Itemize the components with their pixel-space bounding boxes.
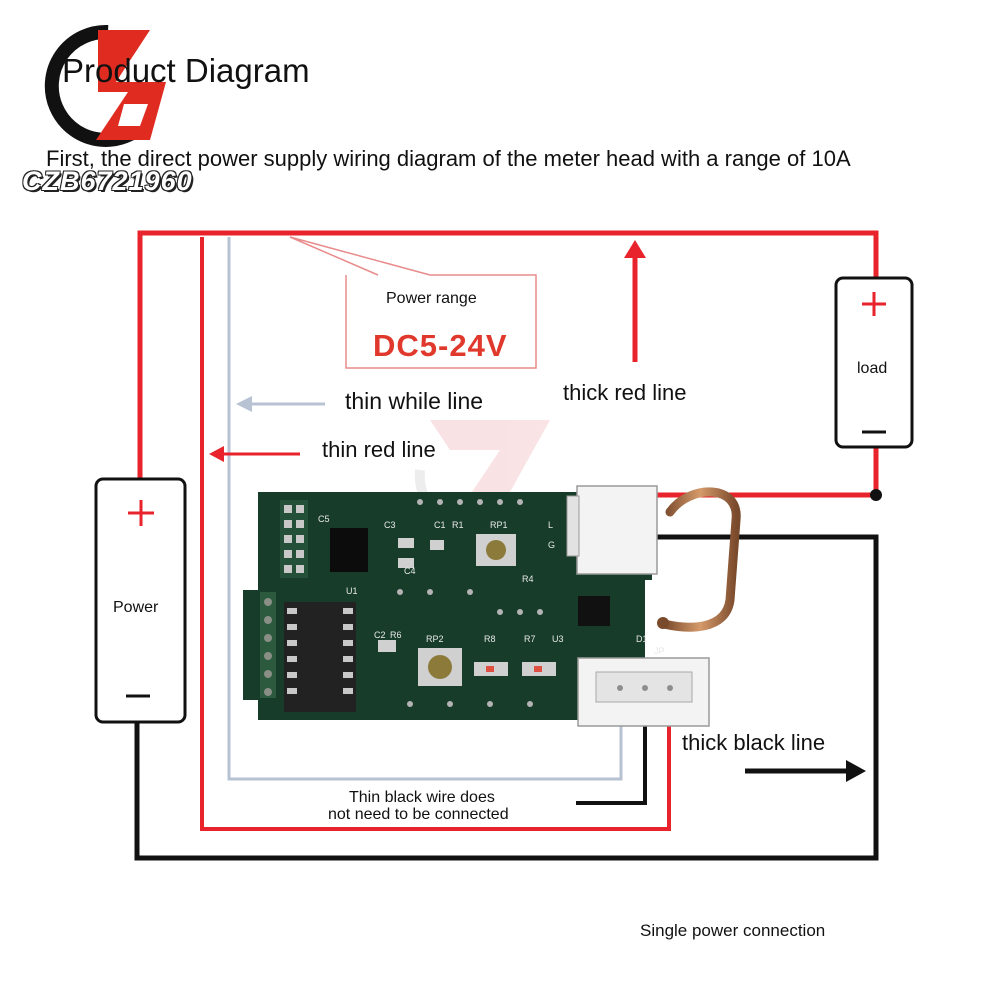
svg-text:RP1: RP1 bbox=[490, 520, 508, 530]
thin-black-wire-note-line1: Thin black wire does bbox=[349, 789, 495, 806]
thick-black-wire bbox=[134, 534, 879, 861]
thin-black-wire bbox=[576, 726, 647, 805]
svg-text:R7: R7 bbox=[524, 634, 536, 644]
power-label: Power bbox=[113, 599, 159, 616]
junction-dot bbox=[870, 489, 882, 501]
thin-red-line-label: thin red line bbox=[322, 437, 436, 462]
thin-red-arrow bbox=[209, 446, 300, 462]
watermark-text: CZB6721960 bbox=[22, 166, 193, 196]
power-range-callout bbox=[289, 236, 537, 369]
svg-text:JP: JP bbox=[654, 646, 665, 656]
svg-text:U1: U1 bbox=[346, 586, 358, 596]
diagram-subtitle: First, the direct power supply wiring di… bbox=[46, 146, 851, 171]
regulator-u3 bbox=[578, 596, 610, 626]
thick-black-arrow bbox=[745, 760, 866, 782]
thin-white-arrow bbox=[236, 396, 325, 412]
page-title: Product Diagram bbox=[62, 52, 310, 89]
top-connector bbox=[566, 485, 658, 575]
svg-text:C3: C3 bbox=[384, 520, 396, 530]
brand-logo bbox=[44, 24, 166, 147]
svg-text:U3: U3 bbox=[552, 634, 564, 644]
svg-text:RP2: RP2 bbox=[426, 634, 444, 644]
thick-red-arrow bbox=[624, 240, 646, 362]
thick-black-line-label: thick black line bbox=[682, 730, 826, 755]
thin-red-wire bbox=[200, 237, 671, 831]
thin-black-wire-note-line2: not need to be connected bbox=[328, 806, 509, 823]
load-label: load bbox=[857, 360, 888, 377]
svg-text:G: G bbox=[548, 540, 555, 550]
svg-text:L: L bbox=[548, 520, 553, 530]
svg-text:R6: R6 bbox=[390, 630, 402, 640]
thin-white-wire bbox=[227, 237, 623, 781]
svg-text:C5: C5 bbox=[318, 514, 330, 524]
svg-text:R4: R4 bbox=[522, 574, 534, 584]
svg-text:R1: R1 bbox=[452, 520, 464, 530]
power-range-label: Power range bbox=[386, 290, 477, 307]
logo-z-mark bbox=[96, 30, 166, 140]
thick-red-line-label: thick red line bbox=[563, 380, 687, 405]
svg-text:R8: R8 bbox=[484, 634, 496, 644]
load-box bbox=[834, 276, 914, 449]
svg-text:D1: D1 bbox=[636, 634, 648, 644]
svg-text:C4: C4 bbox=[404, 566, 416, 576]
svg-text:C1: C1 bbox=[434, 520, 446, 530]
thick-red-wire bbox=[137, 230, 879, 478]
svg-text:C2: C2 bbox=[374, 630, 386, 640]
footer-caption: Single power connection bbox=[640, 921, 826, 940]
chip-u1 bbox=[330, 528, 368, 572]
thick-red-wire-load bbox=[624, 447, 879, 498]
voltage-range-value: DC5-24V bbox=[373, 328, 508, 363]
shunt-resistor bbox=[659, 487, 741, 632]
thin-white-line-label: thin while line bbox=[345, 388, 484, 414]
bottom-connector bbox=[577, 657, 710, 727]
power-box bbox=[94, 477, 187, 724]
